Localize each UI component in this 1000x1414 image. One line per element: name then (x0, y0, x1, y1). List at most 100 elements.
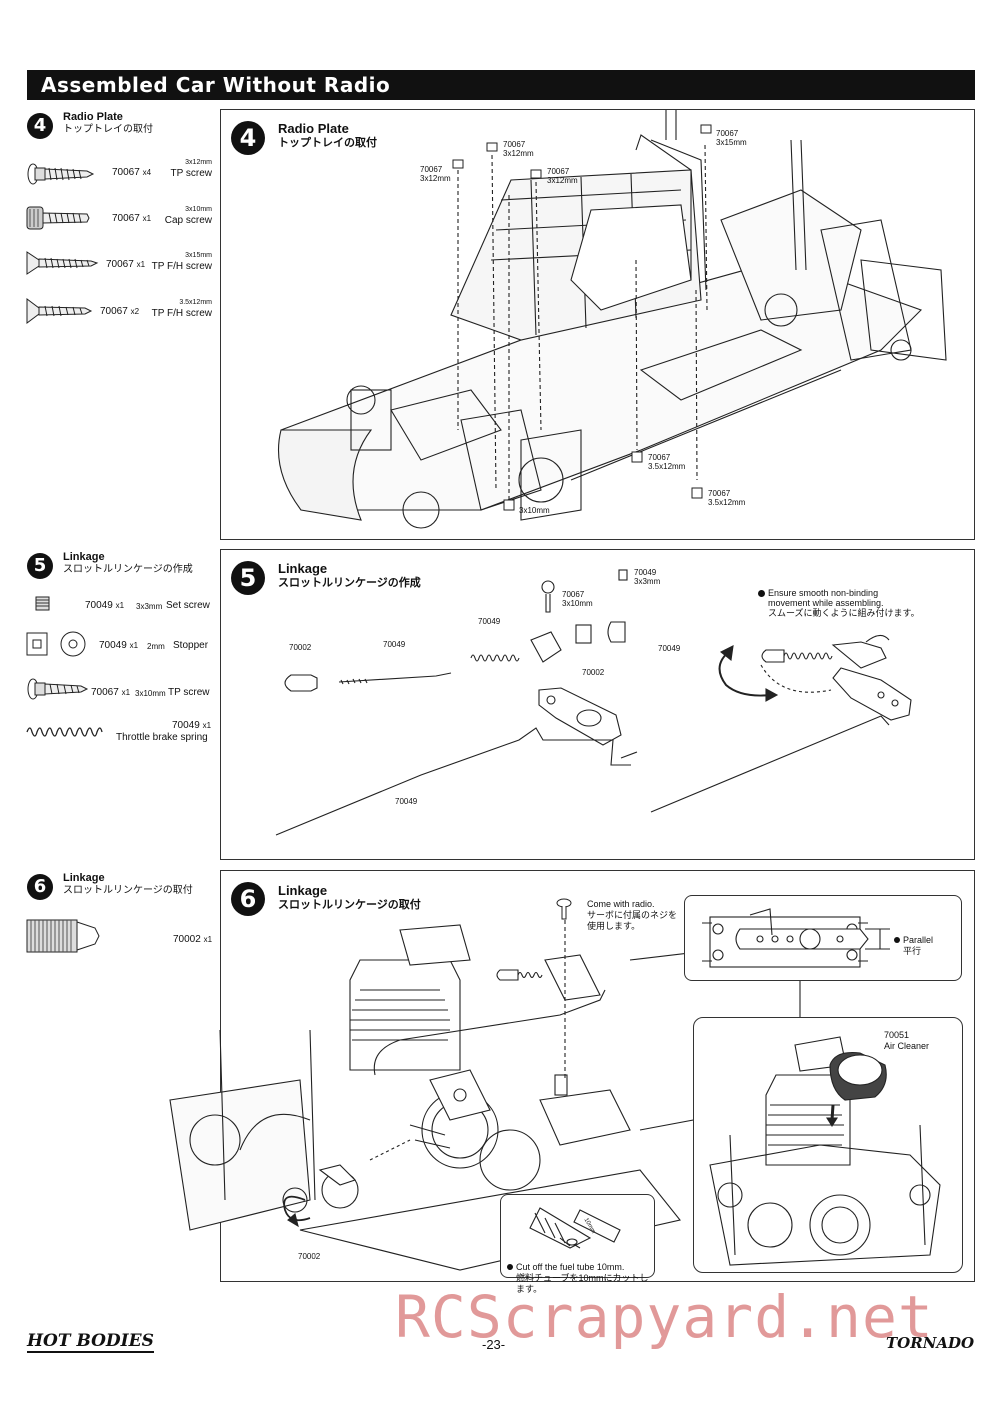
note-en: Ensure smooth non-binding movement while… (768, 588, 884, 608)
part-qty: x2 (130, 307, 140, 316)
bullet-icon (894, 937, 900, 943)
part-code: 70049 (172, 720, 200, 731)
parallel-label-jp: 平行 (903, 946, 922, 956)
callout-code: 70067 (648, 453, 671, 462)
part-name: TP screw (168, 687, 210, 698)
callout-code: 70067 (547, 167, 570, 176)
step-4-number: 4 (27, 113, 53, 139)
part-size: 3x10mm (185, 206, 212, 213)
step-5-panel-number: 5 (231, 561, 265, 595)
step-4-panel-number: 4 (231, 121, 265, 155)
part-size: 3x15mm (185, 252, 212, 259)
part-code: 70067 (100, 306, 128, 317)
callout-code: 70067 (503, 140, 526, 149)
callout-70002: 70002 (298, 1252, 321, 1261)
part-name: TP F/H screw (151, 308, 212, 319)
step-6-title-jp: スロットルリンケージの取付 (63, 885, 193, 896)
part-code: 70067 (112, 167, 140, 178)
callout-code: 70067 (716, 129, 739, 138)
stopper-icon (26, 631, 86, 657)
linkage-install-drawing (169, 920, 801, 1271)
watermark: RCScrapyard.net (395, 1283, 934, 1351)
tp-screw-icon (27, 678, 89, 700)
parallel-label-en: Parallel (903, 935, 934, 945)
step-6-panel-number: 6 (231, 882, 265, 916)
callout-70049: 70049 (383, 640, 406, 649)
part-size: 2mm (147, 642, 165, 651)
air-cleaner-name: Air Cleaner (884, 1041, 930, 1051)
step-4-panel-title-jp: トップトレイの取付 (278, 137, 377, 149)
callout-size: 3x15mm (716, 138, 747, 147)
ball-end-icon (26, 919, 100, 953)
part-code: 70049 (85, 600, 113, 611)
part-code: 70049 (99, 640, 127, 651)
step-5-panel-title-en: Linkage (278, 561, 328, 576)
step-4-title-en: Radio Plate (63, 111, 123, 123)
callout-70049: 70049 (634, 568, 657, 577)
servo-screw-icon (556, 898, 572, 920)
page-number: -23- (482, 1337, 506, 1352)
callout-70002: 70002 (289, 643, 312, 652)
part-size: 3x3mm (136, 602, 163, 611)
radio-note-en: Come with radio. (587, 899, 655, 909)
callout-size: 3x10mm (519, 506, 550, 515)
part-qty: x1 (136, 260, 146, 269)
part-qty: x1 (115, 601, 125, 610)
fuel-note-jp: 燃料チューブを10mmにカットします。 (516, 1273, 649, 1294)
callout-size: 3x12mm (503, 149, 534, 158)
part-qty: x4 (142, 168, 152, 177)
callout-70067: 70067 (562, 590, 585, 599)
part-qty: x1 (121, 688, 131, 697)
callout-70049: 70049 (478, 617, 501, 626)
step-4-title-jp: トップトレイの取付 (63, 124, 153, 135)
callout-size: 3x3mm (634, 577, 661, 586)
part-qty: x1 (203, 935, 213, 944)
step-4-panel-title-en: Radio Plate (278, 121, 349, 136)
part-size: 3.5x12mm (179, 299, 212, 306)
callout-code: 70067 (420, 165, 443, 174)
step-5-diagram-panel (220, 549, 975, 860)
servo-horn-drawing (702, 908, 890, 968)
tornado-logo: TORNADO (886, 1334, 975, 1352)
cap-screw-icon (26, 206, 90, 230)
part-name: TP F/H screw (151, 261, 212, 272)
tp-fh-screw-icon (26, 251, 99, 275)
part-size: 3x10mm (135, 689, 166, 698)
callout-70049: 70049 (658, 644, 681, 653)
step-5-number: 5 (27, 553, 53, 579)
step-6-panel-title-en: Linkage (278, 883, 328, 898)
callout-code: 70067 (708, 489, 731, 498)
air-cleaner-code: 70051 (884, 1030, 910, 1040)
step-6-number: 6 (27, 874, 53, 900)
callout-size: 3.5x12mm (708, 498, 746, 507)
part-code: 70067 (106, 259, 134, 270)
part-name: TP screw (170, 168, 213, 179)
step-6-title-en: Linkage (63, 872, 105, 884)
part-qty: x1 (142, 214, 152, 223)
air-cleaner-drawing (709, 1036, 941, 1266)
part-name: Throttle brake spring (116, 732, 208, 743)
tp-screw-icon (27, 163, 95, 185)
callout-70049: 70049 (395, 797, 418, 806)
bullet-icon (507, 1264, 513, 1270)
radio-plate-assembly-drawing (278, 110, 947, 529)
step-6-panel-title-jp: スロットルリンケージの取付 (278, 899, 421, 911)
radio-note-jp: サーボに付属のネジを使用します。 (587, 910, 678, 931)
part-qty: x1 (202, 721, 212, 730)
step-5-title-en: Linkage (63, 551, 105, 563)
part-code: 70067 (112, 213, 140, 224)
step-5-title-jp: スロットルリンケージの作成 (63, 564, 193, 575)
callout-size: 3x10mm (562, 599, 593, 608)
note-jp: スムーズに動くように組み付けます。 (768, 608, 920, 618)
callout-size: 3.5x12mm (648, 462, 686, 471)
callout-size: 3x12mm (420, 174, 451, 183)
fuel-tube-cut-drawing (529, 1207, 621, 1249)
tp-fh-screw-icon (26, 298, 93, 324)
fuel-note-en: Cut off the fuel tube 10mm. (516, 1262, 625, 1272)
part-qty: x1 (129, 641, 139, 650)
part-code: 70067 (91, 687, 119, 698)
part-size: 3x12mm (185, 159, 212, 166)
part-name: Cap screw (164, 215, 212, 226)
callout-70002: 70002 (582, 668, 605, 677)
part-name: Set screw (166, 600, 210, 611)
